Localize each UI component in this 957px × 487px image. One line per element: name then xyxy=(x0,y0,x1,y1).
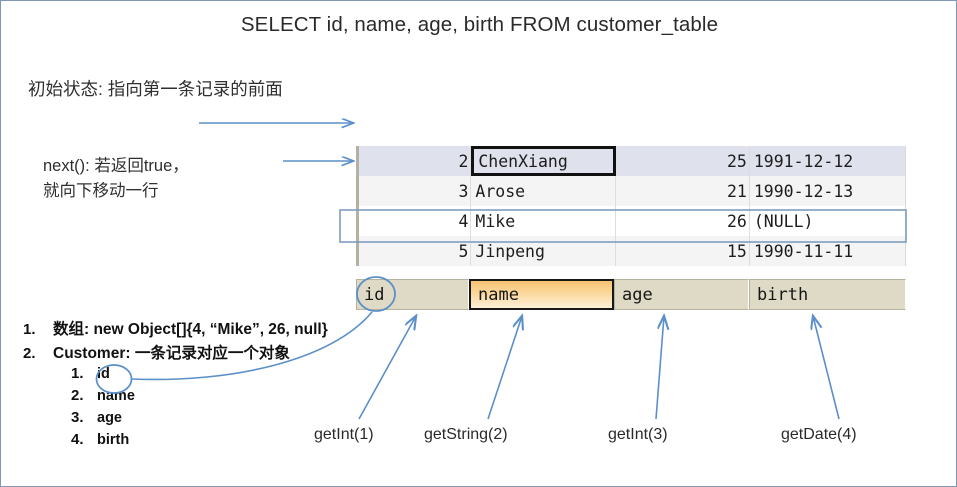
cell-birth: 1991-12-12 xyxy=(753,151,854,171)
list-item: 1. id xyxy=(71,365,328,387)
initial-state-label: 初始状态: 指向第一条记录的前面 xyxy=(28,79,283,99)
list-item-label: Customer: 一条记录对应一个对象 xyxy=(53,345,290,362)
grid-column-headers: id name age birth xyxy=(356,279,906,310)
cell-birth: (NULL) xyxy=(753,211,814,231)
cell-name: Mike xyxy=(471,206,616,236)
getter-label-getstring2: getString(2) xyxy=(424,426,508,443)
table-row[interactable]: 4 Mike 26 (NULL) xyxy=(359,206,905,236)
getstring2-arrow xyxy=(487,316,522,420)
column-header-age[interactable]: age xyxy=(614,279,749,310)
table-row[interactable]: 5 Jinpeng 15 1990-11-11 xyxy=(359,236,905,266)
bullet-list: 1. 数组: new Object[]{4, “Mike”, 26, null}… xyxy=(23,317,328,453)
list-item-label: age xyxy=(97,410,122,426)
cell-birth: 1990-11-11 xyxy=(753,241,854,261)
getter-label-getdate4: getDate(4) xyxy=(781,426,857,443)
list-item: 2. name xyxy=(71,387,328,409)
page-title: SELECT id, name, age, birth FROM custome… xyxy=(240,13,719,36)
list-item: 4. birth xyxy=(71,431,328,453)
list-item-number: 1. xyxy=(71,365,84,382)
cell-id: 3 xyxy=(359,176,472,206)
cell-name: Jinpeng xyxy=(471,236,616,266)
cell-age: 25 xyxy=(616,146,750,176)
cell-age: 15 xyxy=(616,236,750,266)
table-row[interactable]: 2 ChenXiang 25 1991-12-12 xyxy=(359,146,905,176)
list-item-number: 3. xyxy=(71,409,84,426)
list-item-number: 1. xyxy=(23,321,36,338)
cell-birth: 1990-12-13 xyxy=(753,181,854,201)
list-item: 2. Customer: 一条记录对应一个对象 xyxy=(23,341,328,365)
next-note-line-2: 就向下移动一行 xyxy=(43,182,159,200)
getter-label-getint3: getInt(3) xyxy=(608,426,668,443)
cell-id: 2 xyxy=(359,146,472,176)
getint1-arrow xyxy=(358,316,416,420)
list-item-number: 2. xyxy=(23,345,36,362)
result-set-grid: 2 ChenXiang 25 1991-12-12 3 Arose 21 199… xyxy=(356,146,906,266)
cell-id: 4 xyxy=(359,206,472,236)
cell-age: 21 xyxy=(616,176,750,206)
list-item: 1. 数组: new Object[]{4, “Mike”, 26, null} xyxy=(23,317,328,341)
column-header-name[interactable]: name xyxy=(469,279,614,310)
getter-label-getint1: getInt(1) xyxy=(314,426,374,443)
cell-name[interactable]: ChenXiang xyxy=(471,146,616,176)
cell-id: 5 xyxy=(359,236,472,266)
list-item-number: 2. xyxy=(71,387,84,404)
list-item: 3. age xyxy=(71,409,328,431)
cell-age: 26 xyxy=(616,206,750,236)
next-method-note: next(): 若返回true， 就向下移动一行 xyxy=(43,154,189,204)
next-note-line-1: next(): 若返回true， xyxy=(43,157,189,175)
column-header-id[interactable]: id xyxy=(356,279,469,310)
list-item-label: birth xyxy=(97,432,130,448)
cell-name: Arose xyxy=(471,176,616,206)
getint3-arrow xyxy=(655,316,664,420)
table-row[interactable]: 3 Arose 21 1990-12-13 xyxy=(359,176,905,206)
list-item-label: 数组: new Object[]{4, “Mike”, 26, null} xyxy=(53,321,328,338)
list-item-label: name xyxy=(97,388,135,404)
column-header-birth[interactable]: birth xyxy=(749,279,906,310)
list-item-label: id xyxy=(97,366,110,382)
getdate4-arrow xyxy=(813,316,840,420)
list-item-number: 4. xyxy=(71,431,84,448)
